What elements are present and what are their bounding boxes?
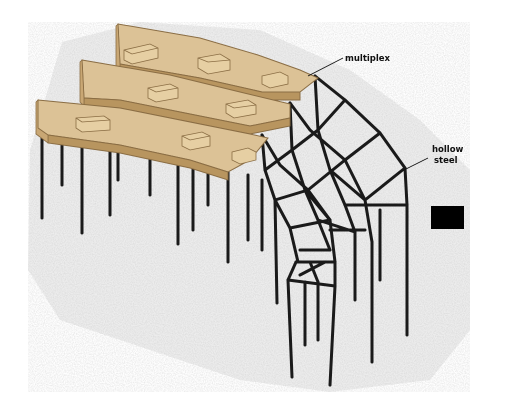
annotation-hollow-steel: hollow steel	[397, 145, 464, 174]
legend-swatch-icon	[431, 206, 464, 229]
leader-line-multiplex	[307, 57, 344, 77]
multiplex-tiers	[35, 23, 319, 181]
leader-line-hollow-steel	[397, 157, 429, 174]
label-multiplex: multiplex	[345, 54, 391, 64]
annotation-multiplex: multiplex	[307, 54, 391, 77]
label-steel: steel	[434, 156, 458, 166]
wood-tier-legs	[40, 133, 230, 264]
seat-boxes	[75, 43, 289, 165]
label-hollow: hollow	[432, 145, 464, 155]
hollow-steel-frame	[246, 74, 409, 387]
